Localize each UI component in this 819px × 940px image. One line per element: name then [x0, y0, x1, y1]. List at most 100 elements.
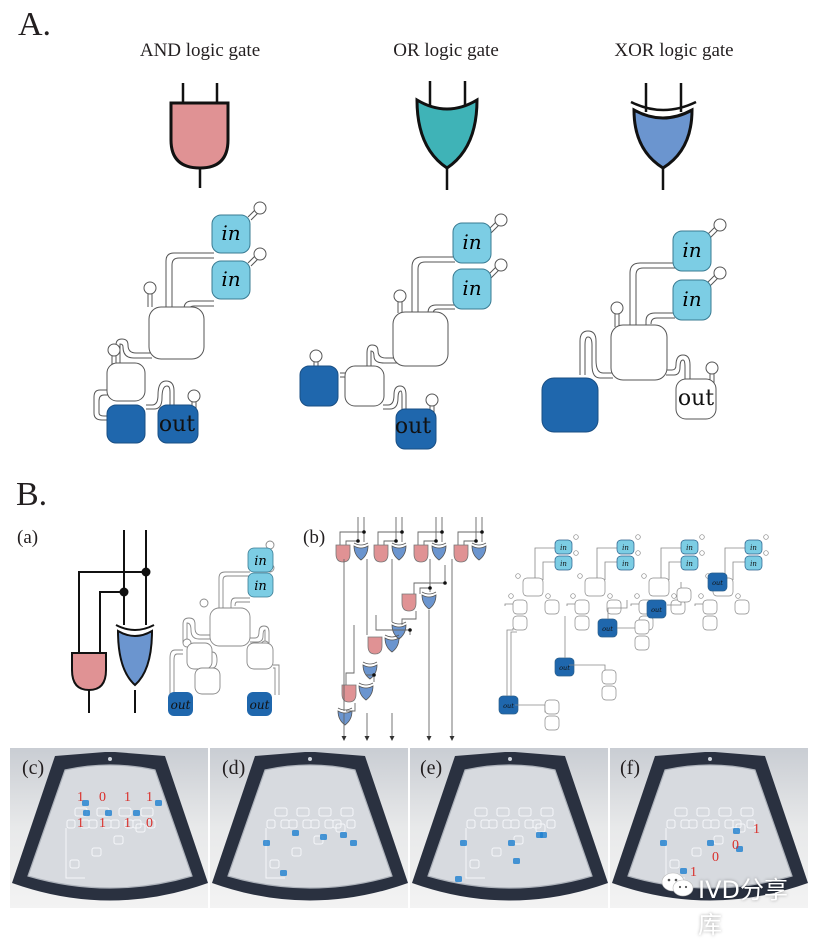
output-arrow [364, 736, 370, 741]
gate-chamber [676, 587, 692, 603]
out-label: out [712, 579, 723, 587]
xor-gate-arc [431, 542, 447, 546]
chip-chamber [110, 819, 120, 829]
panel-e-label: (e) [420, 757, 443, 779]
xor-gate [384, 637, 400, 653]
channel [596, 547, 617, 580]
f-result-digit-2: 0 [732, 838, 739, 853]
chip-chamber [140, 807, 154, 817]
chip-chamber [713, 835, 724, 845]
blue-fluid [340, 832, 347, 838]
photo-panel [210, 748, 408, 908]
section-b-label: B. [16, 476, 48, 513]
blue-fluid [83, 810, 90, 816]
port [699, 534, 705, 540]
panel-d-label: (d) [222, 757, 246, 779]
chip-chamber [135, 823, 146, 833]
chip-chamber [318, 807, 332, 817]
wire [419, 587, 430, 594]
xor-gate-arc [358, 682, 374, 686]
mount-hole [508, 757, 512, 761]
xor-gate [358, 685, 374, 701]
wire [383, 540, 396, 545]
chip-chamber [666, 819, 676, 829]
port [699, 550, 705, 556]
in-box [616, 539, 635, 555]
blue-fluid [736, 846, 743, 852]
panel-f-label: (f) [620, 757, 640, 779]
junction-dot [480, 530, 484, 534]
blue-fluid [508, 840, 515, 846]
in-box [744, 539, 763, 555]
gate-chamber [574, 599, 590, 615]
channel [506, 628, 514, 696]
ha-in-label-1: in [254, 554, 267, 569]
chip-chamber [113, 835, 124, 845]
gate-chamber [544, 599, 560, 615]
junction-dot [400, 530, 404, 534]
channel [724, 547, 745, 580]
chip-chamber [718, 807, 732, 817]
wire [345, 540, 358, 545]
chip-chamber [66, 819, 76, 829]
junction-dot [372, 673, 376, 677]
device-window [227, 764, 393, 889]
gate-chamber [544, 699, 560, 715]
chip-chamber [491, 847, 502, 857]
blue-fluid [292, 830, 299, 836]
channel [630, 603, 639, 606]
c-top-digit-2: 0 [99, 790, 106, 805]
in-box [554, 555, 573, 571]
gate-chamber [634, 635, 650, 651]
gate-chamber [734, 599, 750, 615]
chip-chamber [269, 859, 280, 869]
gate-chamber [601, 685, 617, 701]
c-top-digit-4: 1 [146, 790, 153, 805]
c-top-digit-1: 1 [77, 790, 84, 805]
and-gate [453, 544, 469, 563]
gate-chamber [512, 599, 528, 615]
photo-panel [10, 748, 208, 908]
chip-chamber [466, 819, 476, 829]
xor-in-label-2: in [682, 287, 701, 311]
blue-fluid [707, 840, 714, 846]
blue-fluid [105, 810, 112, 816]
or-in-label-1: in [462, 230, 481, 254]
xor-gate-arc [337, 707, 353, 711]
channel [504, 603, 513, 606]
blue-fluid [350, 840, 357, 846]
chip-chamber [746, 819, 756, 829]
and-in-label-2: in [221, 267, 240, 291]
in-box [744, 555, 763, 571]
junction-dot [394, 539, 398, 543]
out-label: out [651, 606, 662, 614]
c-bottom-digit-2: 1 [99, 816, 106, 831]
junction-dot [440, 530, 444, 534]
chip-chamber [674, 807, 688, 817]
port [641, 573, 647, 579]
f-result-digit-1: 1 [753, 822, 760, 837]
chip-channel [65, 828, 85, 879]
and-gate [413, 544, 429, 563]
channel [668, 561, 681, 580]
and-gate [401, 593, 417, 612]
xor-gate-symbol [630, 83, 697, 190]
chip-chamber [310, 819, 320, 829]
chip-chamber [518, 807, 532, 817]
xor-gate-arc [421, 591, 437, 595]
port [573, 534, 579, 540]
junction-dot [443, 581, 447, 585]
junction-dot [356, 539, 360, 543]
c-top-digit-3: 1 [124, 790, 131, 805]
port [735, 593, 741, 599]
c-bottom-digit-4: 0 [146, 816, 153, 831]
chip-chamber [669, 859, 680, 869]
chip-chamber [291, 847, 302, 857]
gate-chamber [606, 599, 622, 615]
chip-chamber [91, 847, 102, 857]
blue-fluid [280, 870, 287, 876]
wire [375, 615, 411, 635]
xor-gate-title: XOR logic gate [614, 40, 734, 61]
in-label: in [750, 544, 757, 552]
chip-chamber [740, 807, 754, 817]
